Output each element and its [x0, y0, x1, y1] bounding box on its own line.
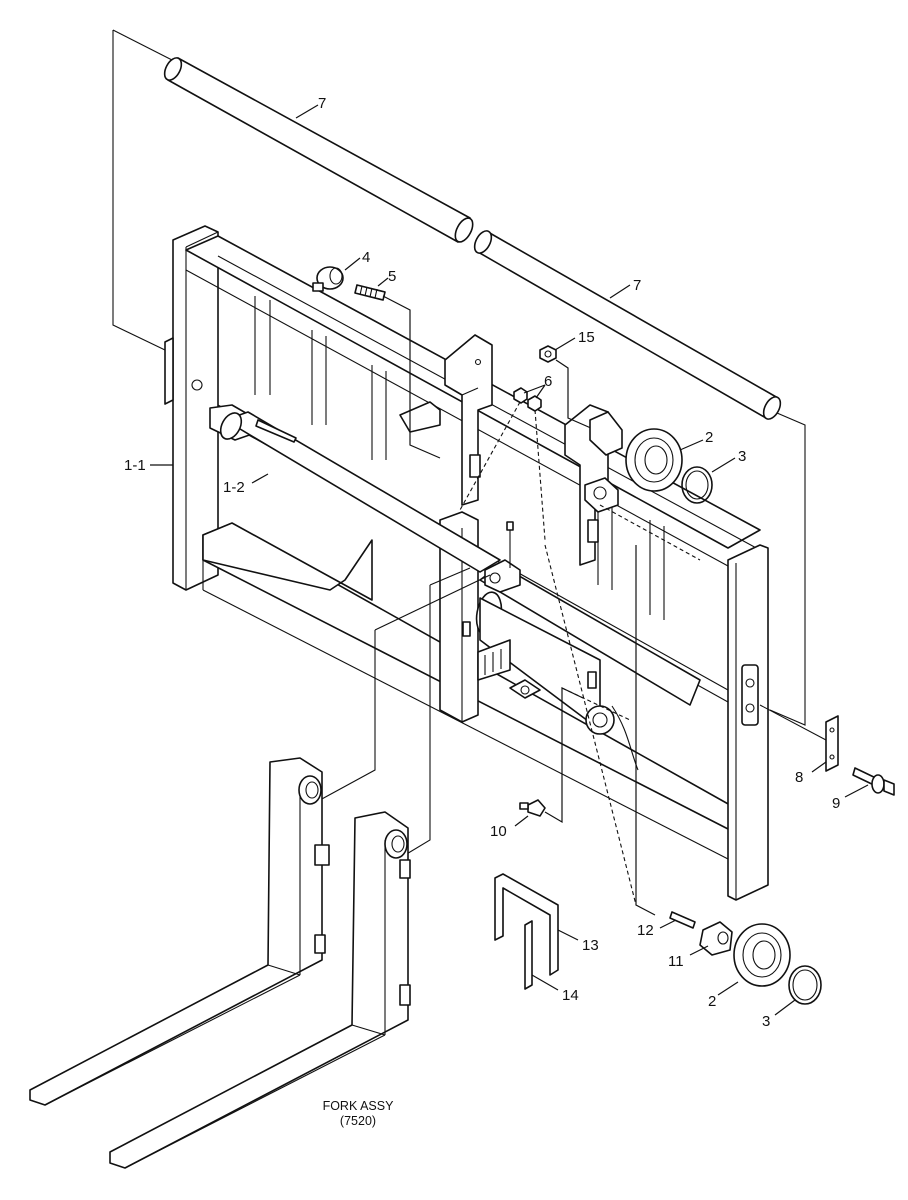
bearing-part-2-upper — [589, 411, 683, 492]
pin-part-12 — [669, 911, 696, 929]
callout-7-right: 7 — [633, 277, 641, 294]
fork-assy-caption: FORK ASSY (7520) — [323, 1099, 395, 1128]
callout-8: 8 — [795, 769, 803, 786]
callout-12: 12 — [637, 922, 654, 939]
callout-15: 15 — [578, 329, 595, 346]
bearing-part-2-lower — [733, 923, 791, 987]
collar-part-11 — [699, 921, 733, 956]
snap-ring-part-3-upper — [681, 466, 713, 504]
shaft-part-7-upper — [163, 57, 474, 243]
part-5-spring — [354, 284, 386, 301]
callout-13: 13 — [582, 937, 599, 954]
upper-pivot — [584, 477, 619, 513]
part-15-nut — [539, 345, 557, 363]
callout-9: 9 — [832, 795, 840, 812]
fork-caption-code: (7520) — [340, 1114, 376, 1128]
callout-labels: 7 7 4 5 15 6 2 3 1-1 1-2 8 9 10 12 11 2 … — [124, 95, 840, 1030]
fork-left — [29, 757, 330, 1106]
snap-ring-part-3-lower — [788, 965, 822, 1005]
callout-3-lower: 3 — [762, 1013, 770, 1030]
reference-lines — [112, 29, 806, 726]
shaft-part-7-right — [473, 230, 782, 420]
callout-14: 14 — [562, 987, 579, 1004]
callout-1-1: 1-1 — [124, 457, 146, 474]
callout-leaders — [150, 104, 869, 1016]
plate-part-8 — [825, 715, 839, 772]
pivot-block — [462, 521, 639, 771]
callout-6: 6 — [544, 373, 552, 390]
callout-4: 4 — [362, 249, 370, 266]
grease-fitting-part-10 — [519, 799, 546, 817]
part-6-nuts — [513, 387, 542, 412]
plate-part-14 — [524, 920, 533, 990]
callout-1-2: 1-2 — [223, 479, 245, 496]
fork-caption-title: FORK ASSY — [323, 1099, 395, 1113]
callout-3-upper: 3 — [738, 448, 746, 465]
callout-10: 10 — [490, 823, 507, 840]
fork-right — [109, 811, 411, 1169]
callout-2-upper: 2 — [705, 429, 713, 446]
fork-connector-lines — [319, 567, 491, 856]
part-4-roller — [312, 266, 344, 292]
cover-part-13 — [494, 873, 559, 976]
callout-7-upper: 7 — [318, 95, 326, 112]
callout-2-lower: 2 — [708, 993, 716, 1010]
callout-11: 11 — [668, 953, 684, 970]
callout-5: 5 — [388, 268, 396, 285]
bolt-part-9 — [852, 767, 895, 796]
